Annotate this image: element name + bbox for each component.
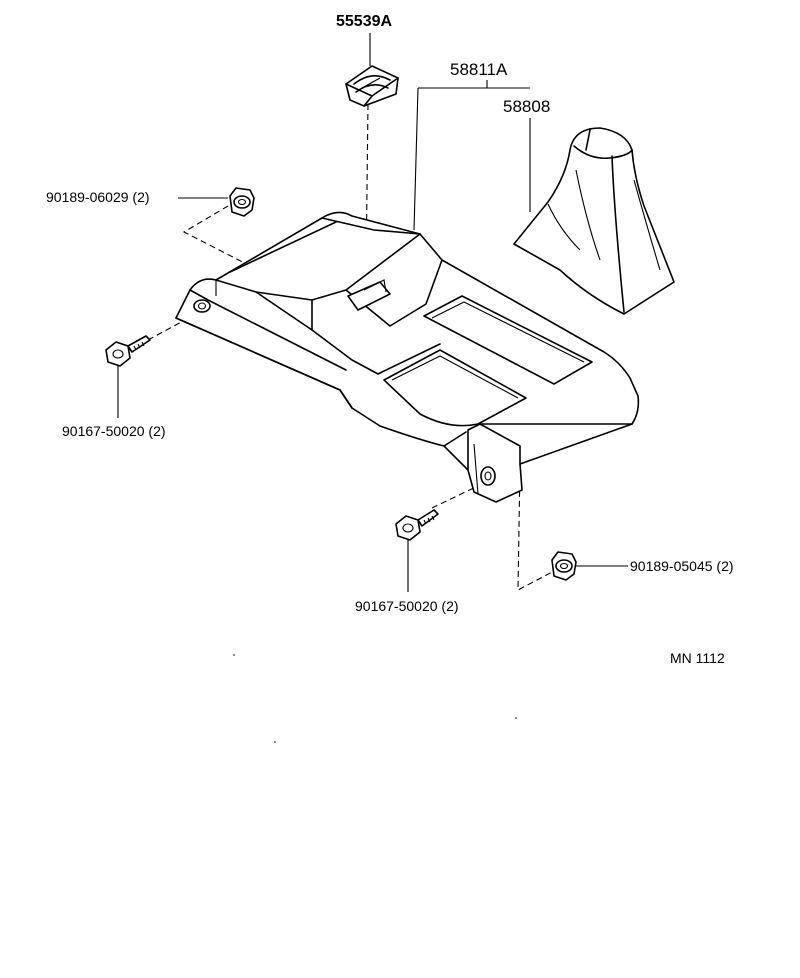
scan-specks	[233, 654, 517, 743]
nut-top-left-icon	[229, 187, 255, 217]
label-diagram-ref: MN 1112	[670, 650, 725, 666]
clip-55539a-icon	[345, 65, 399, 107]
screw-center-icon	[395, 509, 439, 541]
label-nut-right: 90189-05045 (2)	[630, 558, 734, 574]
label-console-part: 58811A	[450, 60, 508, 79]
screw-left-icon	[105, 335, 151, 367]
label-boot-part: 58808	[503, 97, 550, 116]
label-screw-center: 90167-50020 (2)	[355, 598, 459, 614]
leader-lines	[117, 33, 628, 592]
center-console-icon	[175, 211, 640, 503]
label-screw-left: 90167-50020 (2)	[62, 423, 166, 439]
shift-boot-icon	[513, 127, 675, 315]
label-nut-top-left: 90189-06029 (2)	[46, 189, 150, 205]
label-clip-part: 55539A	[336, 13, 392, 30]
nut-right-icon	[551, 551, 577, 581]
